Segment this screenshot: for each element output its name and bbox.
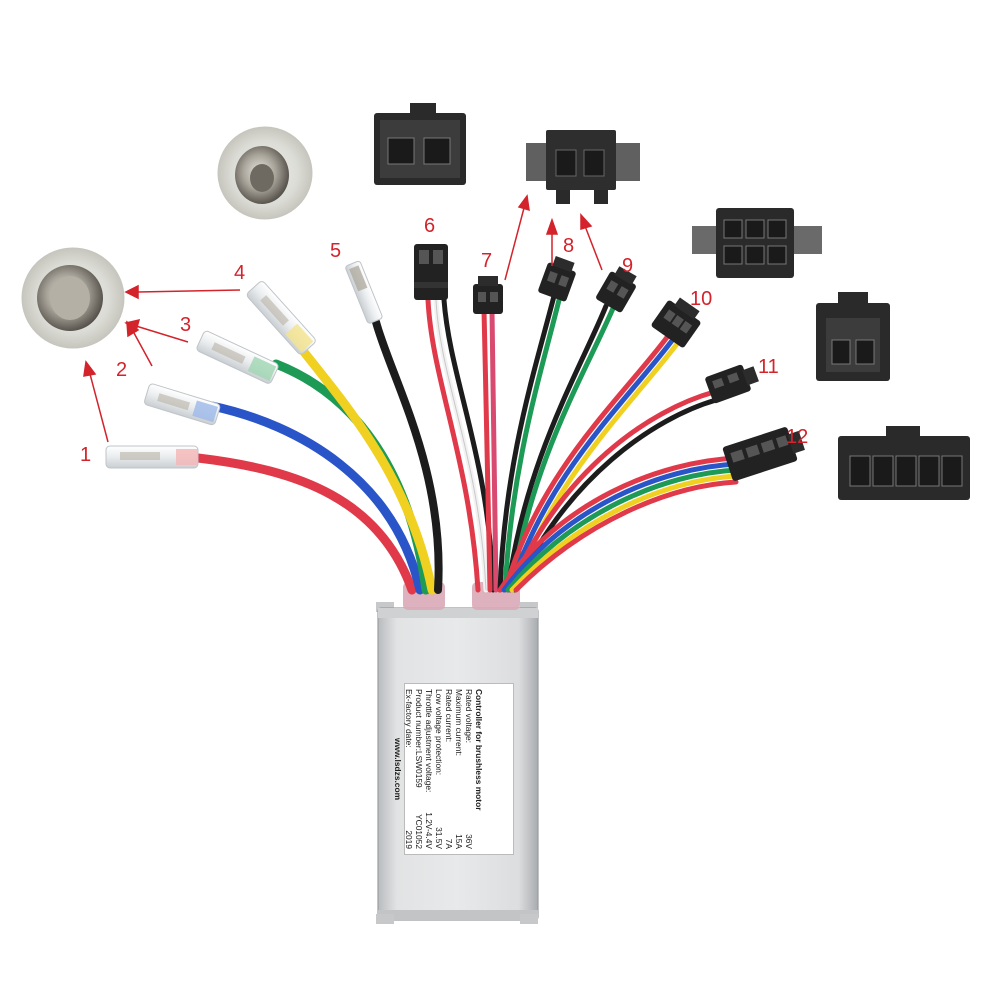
round-plug-left [21, 247, 125, 349]
callout-4: 4 [234, 262, 246, 284]
callout-3: 3 [180, 314, 192, 336]
label-row: Rated voltage:36V [464, 689, 474, 849]
connector-head-3pin [692, 208, 822, 278]
connector-head-2pin-top [374, 103, 466, 185]
connector-5 [345, 260, 383, 324]
connector-9 [596, 266, 637, 313]
round-plug-top [217, 126, 313, 220]
connector-12 [722, 427, 805, 481]
label-row: Low voltage protection:31.5V [434, 689, 444, 849]
label-row: Throttle adjustment voltage:1.2V-4.4V [424, 689, 434, 849]
connector-4 [246, 281, 316, 355]
label-row: Ex-factory date:2019 [404, 689, 414, 849]
label-row: Rated current:7A [444, 689, 454, 849]
spec-label-text: Controller for brushless motor Rated vol… [380, 689, 484, 849]
callout-1: 1 [80, 444, 92, 466]
label-title: Controller for brushless motor [474, 689, 484, 811]
connector-head-2pin-right [816, 292, 890, 381]
spec-label [404, 683, 514, 855]
label-website: www.lsdzs.com [393, 737, 403, 801]
connector-6 [414, 244, 448, 300]
connector-3 [196, 330, 279, 384]
connector-10 [651, 297, 701, 348]
callout-12: 12 [786, 426, 809, 448]
connector-8 [538, 256, 576, 302]
callout-10: 10 [690, 288, 713, 310]
connector-head-gray [526, 130, 640, 204]
connector-11 [705, 364, 759, 404]
right-wire-bundle [425, 293, 739, 593]
callout-6: 6 [424, 215, 436, 237]
label-row: Maximum current:15A [454, 689, 464, 849]
callout-7: 7 [481, 250, 493, 272]
callout-2: 2 [116, 359, 128, 381]
callout-5: 5 [330, 240, 342, 262]
connector-1 [105, 445, 199, 469]
callout-8: 8 [563, 235, 575, 257]
callout-11: 11 [758, 356, 779, 378]
connector-2 [144, 383, 221, 426]
connector-head-5pin [838, 426, 970, 500]
connector-7 [473, 276, 503, 314]
left-wire-bundle [193, 318, 443, 595]
callout-arrows [83, 194, 603, 443]
callout-9: 9 [622, 255, 634, 277]
